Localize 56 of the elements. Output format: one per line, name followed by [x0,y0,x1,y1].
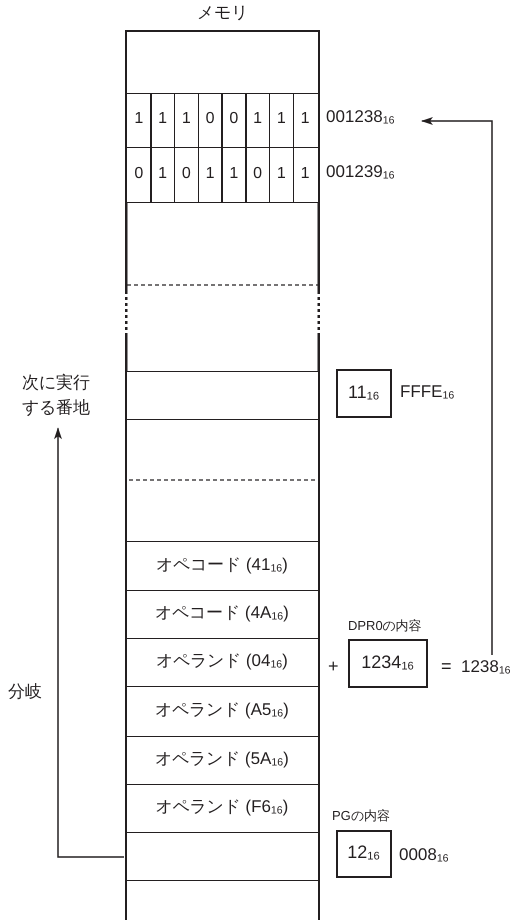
bit-value: 1 [157,110,168,128]
memory-row-label: オペコード (41$_{16}$) [155,556,289,575]
bit-value: 1 [276,110,287,128]
arrow [421,117,493,655]
operator-sign: = [441,657,452,677]
bit-value: 1 [252,110,264,128]
bit-value: 1 [133,110,144,128]
memory-row-label: オペコード (4A$_{16}$) [154,604,290,624]
bit-value: 0 [204,110,216,128]
address-label: FFFE$_{16}$ [400,383,454,402]
bit-value: 0 [252,164,264,182]
value-box [336,830,392,878]
operator-sign: + [328,657,339,677]
bit-value: 1 [204,164,216,182]
memory-byte-row [125,148,320,203]
result-value: 1238$_{16}$ [461,655,523,680]
column-heading: メモリ [196,4,249,23]
register-value: 11$_{16}$ [346,382,380,402]
memory-row [125,372,320,420]
memory-row [125,542,320,591]
memory-row [125,420,320,542]
address-label: 0008$_{16}$ [399,846,449,866]
register-value: 1234$_{16}$ [360,652,415,672]
bit-value: 1 [300,110,311,128]
memory-row [125,32,320,94]
memory-row [125,737,320,785]
box-heading: DPR0の内容 [348,619,422,634]
memory-row-label: オペランド (5A$_{16}$) [154,750,290,770]
register-value: 12$_{16}$ [346,843,381,863]
memory-row [125,639,320,687]
memory-row [125,687,320,737]
memory-row-label: オペランド (04$_{16}$) [155,652,289,672]
box-heading: PGの内容 [332,809,390,824]
bit-value: 1 [276,164,287,182]
edge-label: 分岐 [8,683,42,702]
bit-value: 1 [228,164,240,182]
memory-row [125,881,320,920]
bit-value: 0 [228,110,240,128]
arrow [54,427,124,858]
address-label: 001238$_{16}$ [326,108,394,128]
memory-byte-row [125,94,320,148]
memory-row [125,785,320,833]
memory-row [125,833,320,881]
annotation-text: 次に実行する番地 [22,371,96,420]
memory-row-label: オペランド (A5$_{16}$) [154,701,290,720]
address-label: 001239$_{16}$ [326,162,394,182]
value-box [336,369,392,418]
memory-row-label: オペランド (F6$_{16}$) [154,798,290,818]
bit-value: 1 [157,164,168,182]
memory-row [125,203,320,372]
bit-value: 1 [180,110,192,128]
memory-row [125,591,320,639]
bit-value: 0 [133,164,144,182]
bit-value: 1 [300,164,311,182]
bit-value: 0 [180,164,192,182]
value-box [348,639,428,688]
